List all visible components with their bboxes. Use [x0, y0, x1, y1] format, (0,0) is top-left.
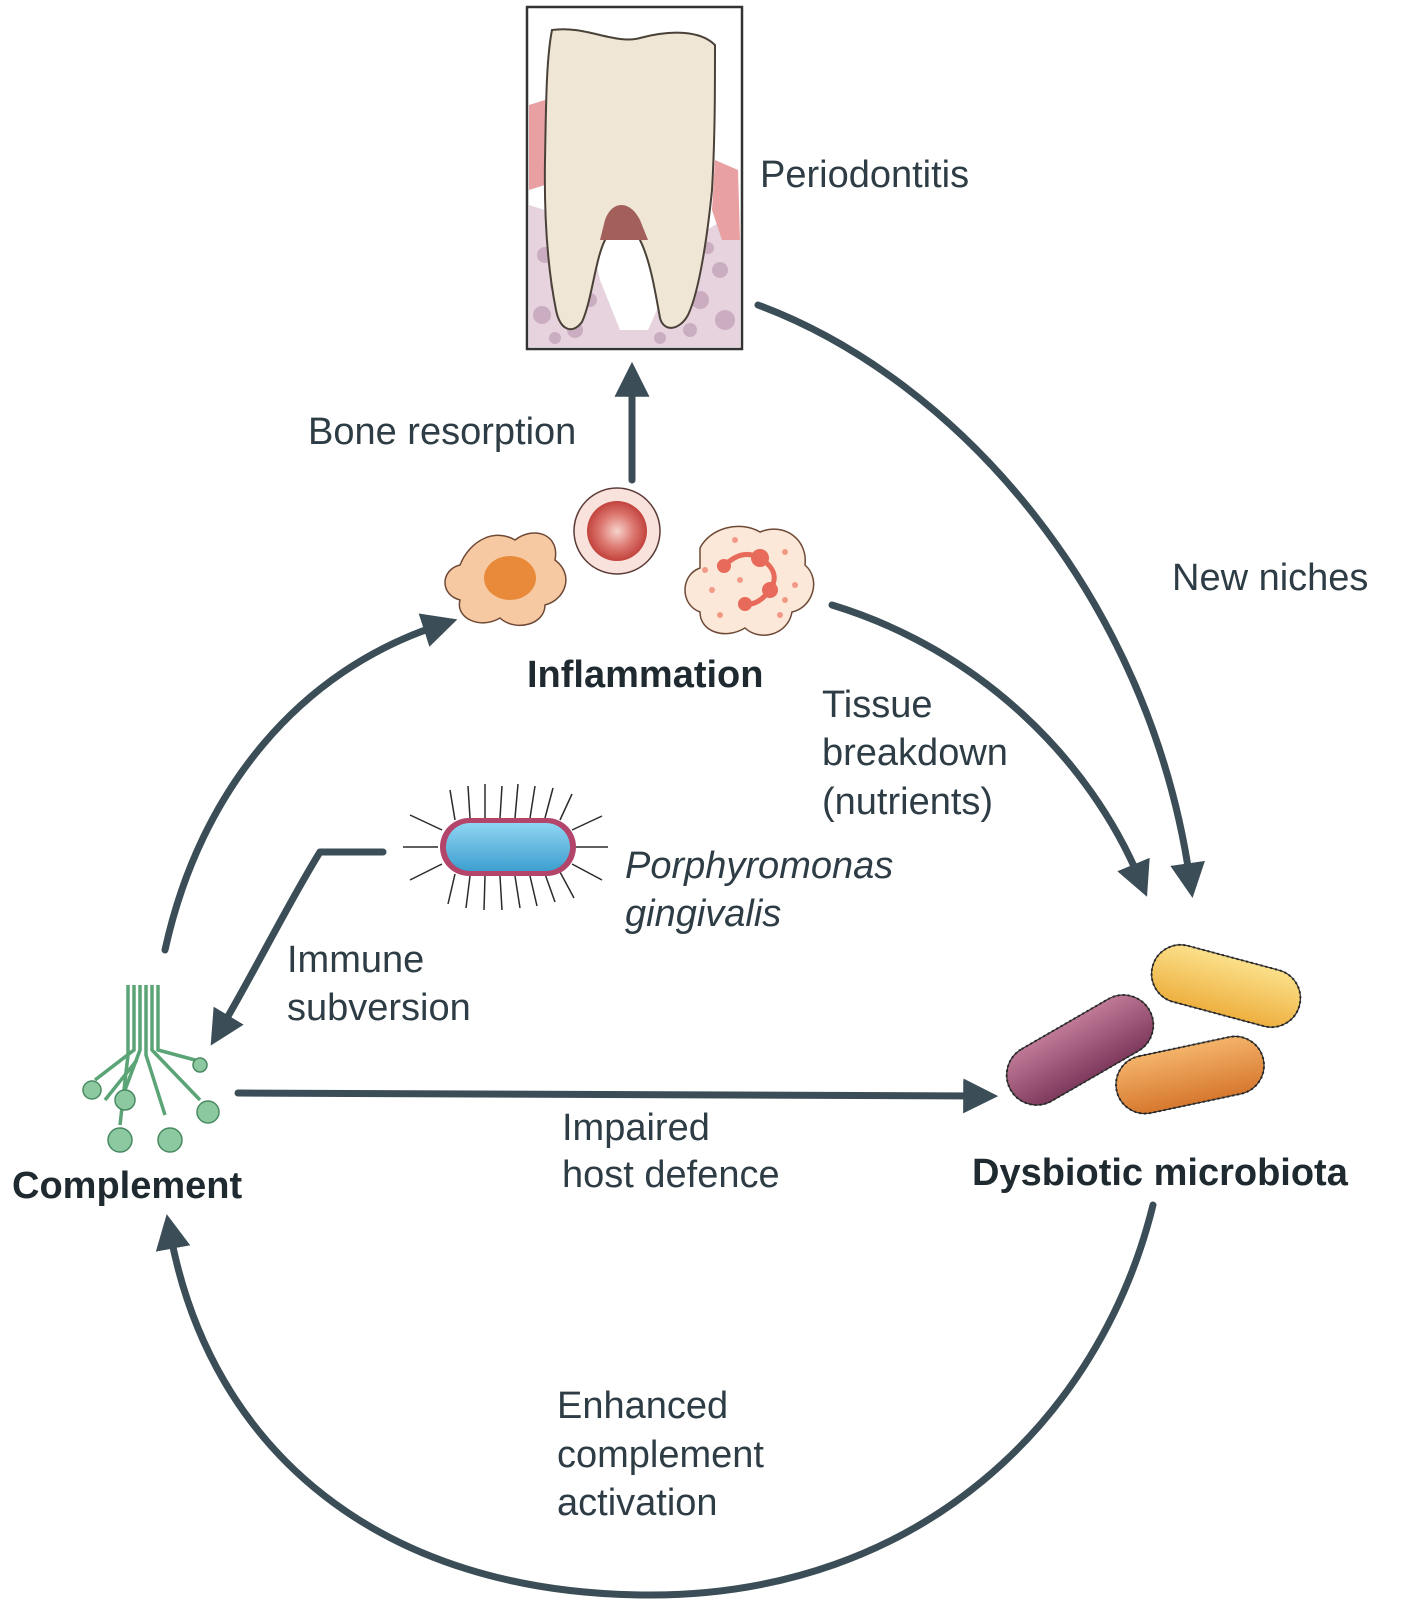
label-tissue-line1: Tissue: [822, 684, 933, 726]
arrow-impaired-host-defence: [234, 1078, 999, 1114]
neutrophil-icon: [684, 525, 815, 636]
label-complement: Complement: [12, 1165, 242, 1207]
label-pg-line2: gingivalis: [625, 893, 781, 935]
label-enhanced-line3: activation: [557, 1482, 718, 1524]
label-dysbiotic-microbiota: Dysbiotic microbiota: [972, 1152, 1349, 1194]
label-tissue-line2: breakdown: [822, 732, 1008, 774]
label-immune-line2: subversion: [287, 987, 471, 1029]
label-enhanced-line1: Enhanced: [557, 1385, 728, 1427]
label-bone-resorption: Bone resorption: [308, 411, 576, 453]
label-periodontitis: Periodontitis: [760, 154, 969, 196]
tooth-icon: [525, 5, 744, 351]
rod-bacterium-icon: [403, 783, 608, 911]
lymphocyte-icon: [573, 487, 661, 575]
arrow-inflammation-to-microbiota: [828, 601, 1150, 897]
label-tissue-line3: (nutrients): [822, 781, 993, 823]
macrophage-icon: [444, 532, 567, 627]
arrow-periodontitis-to-microbiota: [754, 301, 1205, 899]
label-new-niches: New niches: [1172, 557, 1368, 599]
arrow-enhanced-complement: [155, 1201, 1157, 1599]
label-pg-line1: Porphyromonas: [625, 845, 893, 887]
label-enhanced-line2: complement: [557, 1434, 764, 1476]
arrow-complement-to-inflammation: [161, 613, 458, 954]
label-immune-line1: Immune: [287, 939, 424, 981]
label-impaired-line1: Impaired: [562, 1107, 710, 1149]
complement-protein-icon: [82, 985, 220, 1153]
label-impaired-line2: host defence: [562, 1154, 780, 1196]
arrow-immune-subversion: [210, 848, 387, 1046]
bacteria-cluster-icon: [1005, 943, 1302, 1115]
label-inflammation: Inflammation: [527, 654, 763, 696]
